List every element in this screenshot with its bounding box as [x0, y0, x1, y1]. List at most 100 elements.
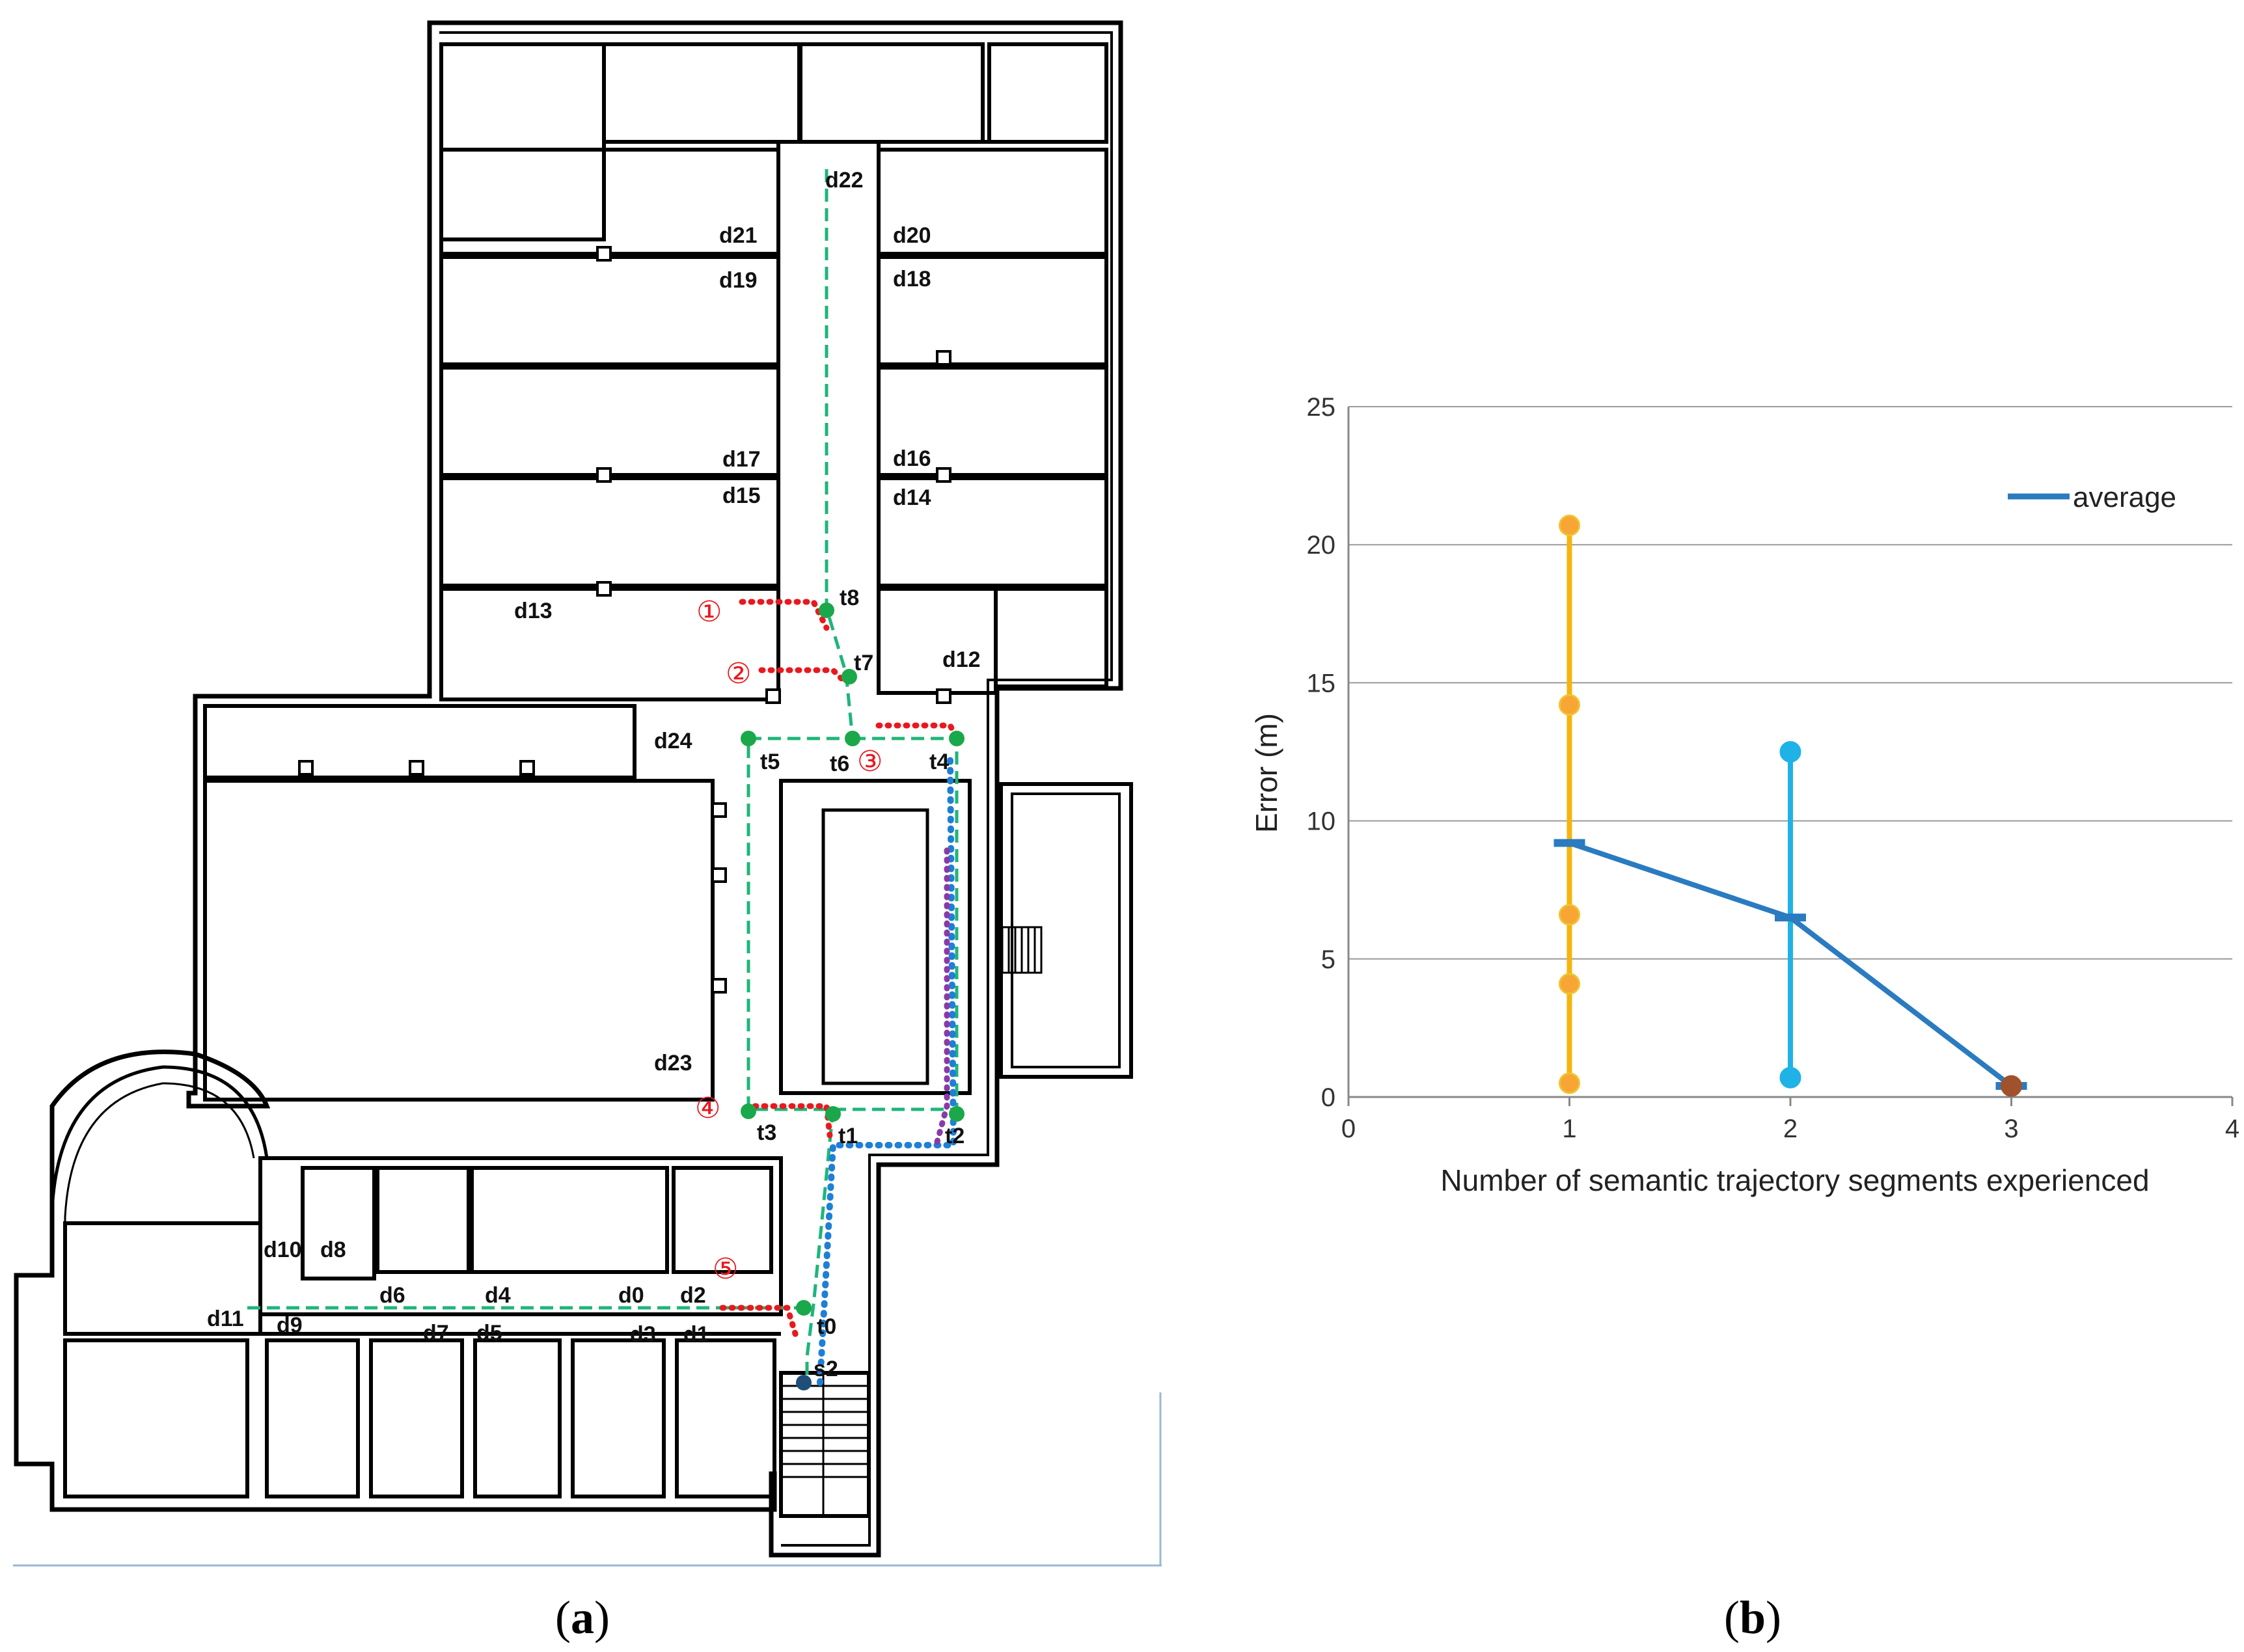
room [301, 1166, 376, 1280]
room [675, 1338, 776, 1498]
label-d3: d3 [630, 1322, 656, 1347]
chart-series [1553, 514, 2027, 1097]
room [63, 1338, 249, 1498]
data-point [1559, 694, 1580, 716]
red-dots-1 [739, 599, 830, 631]
data-point [1559, 973, 1580, 995]
pillars [298, 246, 951, 994]
x-axis-title: Number of semantic trajectory segments e… [1440, 1163, 2149, 1197]
red-dots-3 [875, 722, 960, 742]
x-tick-label: 1 [1562, 1115, 1576, 1143]
purple-dots [934, 843, 950, 1145]
marker-2: ② [726, 658, 751, 690]
label-d4: d4 [485, 1283, 511, 1308]
room [376, 1166, 471, 1274]
room [672, 1166, 773, 1274]
label-d13: d13 [514, 599, 553, 623]
label-t8: t8 [840, 586, 859, 610]
average-marker [1553, 839, 1585, 847]
label-d24: d24 [654, 729, 692, 753]
label-d22: d22 [825, 168, 864, 193]
blue-dots [817, 755, 957, 1386]
room [265, 1338, 360, 1498]
x-tick-label: 0 [1341, 1115, 1356, 1143]
annex [999, 782, 1133, 1079]
caption-a: (a) [555, 1591, 610, 1644]
label-t5: t5 [760, 750, 780, 774]
label-d19: d19 [719, 268, 758, 293]
stairs-east [1001, 926, 1043, 974]
node-t4 [949, 731, 965, 746]
node-s2 [796, 1375, 812, 1390]
label-t7: t7 [854, 651, 873, 675]
label-d5: d5 [476, 1321, 502, 1346]
label-d8: d8 [320, 1238, 346, 1262]
red-dots-5 [719, 1305, 800, 1344]
marker-4: ④ [695, 1092, 720, 1124]
floor-plan [13, 20, 1162, 1567]
red-dots-4 [752, 1103, 833, 1139]
label-d9: d9 [277, 1313, 303, 1338]
stairs-south [781, 1373, 869, 1516]
y-tick-label: 5 [1321, 945, 1335, 974]
room [203, 704, 636, 779]
green-path-loop [833, 737, 959, 1111]
data-point [1779, 1066, 1801, 1089]
label-t2: t2 [945, 1124, 965, 1148]
room [439, 42, 606, 241]
label-d7: d7 [423, 1321, 449, 1346]
room [799, 42, 985, 144]
label-d20: d20 [893, 223, 931, 248]
room [369, 1338, 464, 1498]
marker-1: ① [696, 596, 722, 628]
y-tick-label: 15 [1307, 669, 1336, 697]
circled-markers: ① ② ③ ④ ⑤ [695, 596, 883, 1285]
annex-inner [1011, 792, 1121, 1068]
node-t8 [819, 603, 834, 618]
apse [50, 1065, 269, 1275]
node-t5 [741, 731, 756, 746]
label-d18: d18 [893, 267, 931, 291]
label-d10: d10 [264, 1238, 302, 1262]
building-inner-outline [439, 31, 1113, 1547]
label-d6: d6 [379, 1283, 405, 1308]
label-d21: d21 [719, 223, 758, 248]
y-tick-label: 10 [1307, 807, 1336, 836]
average-marker [1775, 914, 1806, 922]
node-t1 [825, 1106, 841, 1122]
label-t6: t6 [830, 752, 849, 776]
hall [203, 779, 715, 1102]
data-point [1559, 514, 1580, 536]
y-axis-title: Error (m) [1250, 713, 1283, 833]
node-t6 [845, 731, 860, 746]
label-d12: d12 [942, 647, 981, 672]
red-dots-2 [758, 667, 849, 686]
legend: average [2008, 481, 2176, 513]
label-d0: d0 [618, 1283, 644, 1308]
marker-3: ③ [857, 746, 883, 778]
label-d11: d11 [207, 1307, 244, 1331]
green-path-main [746, 169, 855, 1386]
y-tick-label: 0 [1321, 1083, 1335, 1112]
trajectory-nodes [741, 603, 965, 1390]
marker-5: ⑤ [713, 1253, 738, 1285]
label-d1: d1 [683, 1322, 709, 1347]
courtyard-inner [821, 808, 929, 1085]
data-point [1779, 741, 1801, 763]
node-t0 [796, 1300, 812, 1316]
label-d2: d2 [680, 1283, 706, 1308]
room [473, 1338, 562, 1498]
room [877, 587, 998, 695]
door-labels: d22 d21 d20 d19 d18 d17 d16 d15 d14 d13 … [207, 168, 981, 1347]
x-tick-label: 2 [1783, 1115, 1798, 1143]
label-d23: d23 [654, 1051, 692, 1076]
courtyard [779, 779, 972, 1095]
y-tick-label: 20 [1307, 531, 1336, 560]
node-t7 [841, 669, 857, 684]
room [571, 1338, 666, 1498]
node-t3 [741, 1104, 756, 1119]
